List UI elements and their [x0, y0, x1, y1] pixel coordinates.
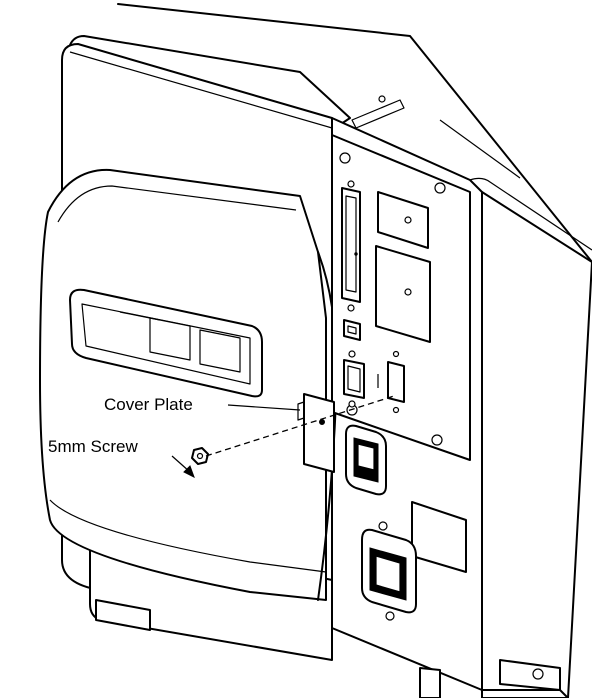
callout-cover-plate: Cover Plate: [104, 395, 301, 414]
screw-part: [191, 447, 209, 465]
screw-label: 5mm Screw: [48, 437, 138, 456]
screw-arrowhead: [183, 465, 195, 479]
cover-plate-part: [297, 393, 335, 473]
media-cover: [39, 168, 338, 601]
assembly-path-line: [205, 395, 395, 457]
cover-plate-label: Cover Plate: [104, 395, 193, 414]
cover-plate-leader: [227, 404, 301, 411]
connector-panel: [331, 134, 471, 461]
power-section: [345, 424, 467, 621]
callout-screw: 5mm Screw: [48, 437, 195, 479]
